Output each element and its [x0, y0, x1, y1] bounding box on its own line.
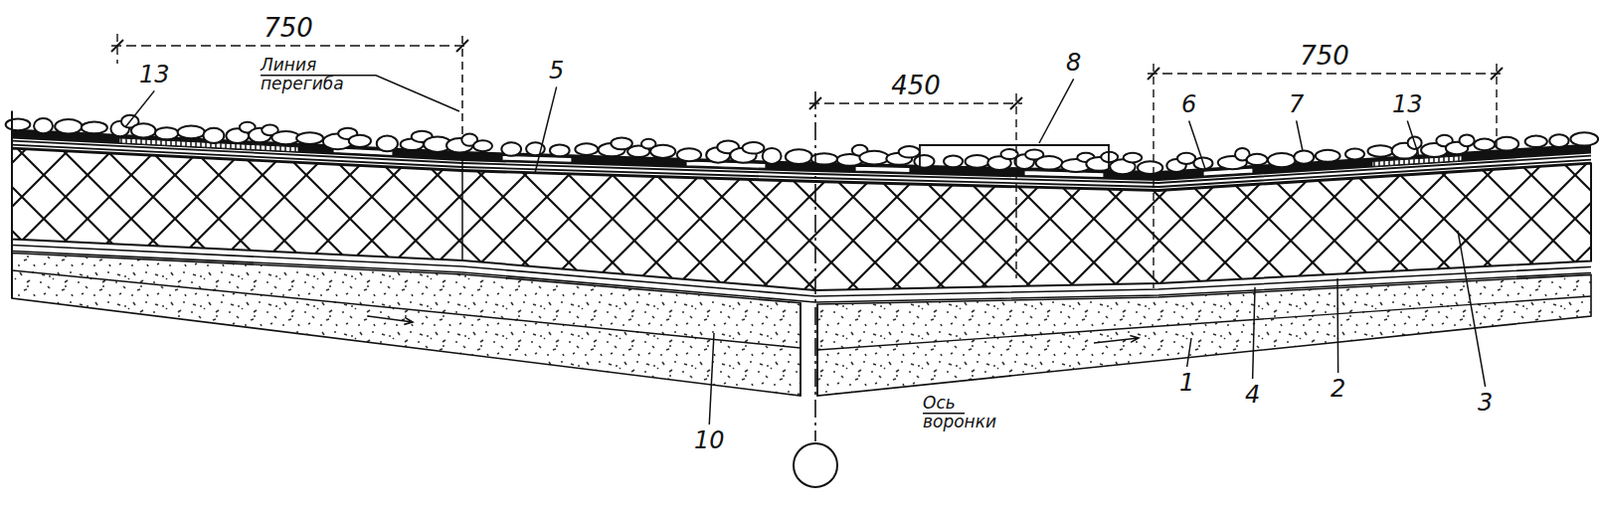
callout-number: 13 [1392, 91, 1423, 118]
extension-line [1015, 93, 1017, 279]
dimension-line [111, 44, 469, 47]
dimension-tick [809, 97, 822, 110]
slab-line [817, 296, 1592, 351]
strip [1372, 156, 1462, 168]
leader-line [1252, 287, 1255, 379]
leader-line [125, 90, 155, 128]
note-text: Ось воронки [922, 393, 1011, 431]
gravel-stone [1494, 137, 1519, 152]
strip-hatch [1372, 156, 1462, 168]
leader-line [709, 333, 714, 425]
bend-line [461, 35, 464, 140]
gravel-stone [1315, 150, 1341, 163]
gravel-stone [376, 136, 398, 153]
callout-number: 3 [1477, 389, 1493, 416]
note-text: Линия перегиба [260, 55, 370, 93]
cut-edge [10, 111, 13, 299]
leader-line [1336, 278, 1339, 373]
leader-line [1457, 230, 1486, 387]
gravel-stone [177, 126, 205, 140]
extension-line [116, 33, 118, 64]
gravel-stone [155, 127, 178, 140]
gravel-stone [1549, 134, 1569, 148]
callout-number: 1 [1179, 369, 1195, 396]
extension-line [1495, 63, 1497, 148]
leader-line [1187, 338, 1192, 367]
callout-number: 7 [1288, 91, 1304, 118]
dimension-value: 450 [890, 71, 941, 101]
callout-number: 4 [1244, 381, 1260, 408]
gravel-stone [762, 148, 782, 165]
gravel-stone [1246, 154, 1268, 166]
gravel-stone [549, 144, 570, 157]
leader-line [1039, 78, 1074, 144]
bend-line [461, 159, 464, 261]
gravel-stone [54, 119, 82, 134]
dimension-value: 750 [1299, 41, 1350, 71]
gravel-stone [296, 132, 324, 145]
leader-line [1296, 120, 1303, 152]
gravel-stone [677, 148, 702, 162]
funnel-axis [814, 91, 817, 442]
leader-line [1189, 120, 1206, 170]
callout-number: 8 [1066, 49, 1081, 76]
gravel-stone [131, 123, 157, 138]
callout-number: 6 [1181, 91, 1197, 118]
callout-number: 5 [548, 57, 564, 84]
leaders [125, 75, 1486, 425]
callout-number: 2 [1330, 375, 1346, 402]
roof-layers [5, 33, 1599, 488]
gravel-stone [202, 128, 224, 144]
gravel-stone [1570, 132, 1599, 146]
protective-slab [1024, 170, 1104, 178]
leader-line [1407, 120, 1421, 160]
gravel-stone [965, 155, 990, 169]
dimension-value: 750 [263, 13, 314, 43]
slab-line [11, 270, 801, 349]
gravel-stone [1123, 153, 1143, 164]
callout-number: 10 [694, 427, 725, 454]
gravel-stone [349, 135, 371, 148]
protective-slab [686, 161, 766, 169]
gravel-stone [1458, 134, 1474, 147]
dimension-line [809, 102, 1023, 105]
gravel-stone [1525, 136, 1548, 148]
gravel-stone [501, 142, 522, 156]
leader-line [534, 86, 557, 174]
gravel-stone [943, 155, 963, 168]
gravel-stone [785, 149, 813, 165]
gravel-stone [574, 143, 598, 156]
gravel-stone [1473, 139, 1495, 152]
gravel-stone [473, 140, 493, 152]
gravel-stone [81, 122, 108, 135]
bracket [919, 145, 1109, 170]
gravel-stone [650, 145, 676, 159]
gravel-stone [859, 151, 889, 166]
protective-slab [855, 166, 910, 173]
gravel-stone [913, 155, 934, 169]
dimension-tick [456, 39, 469, 52]
gravel [5, 115, 1599, 175]
funnel-symbol [793, 443, 838, 488]
gravel-stone [1345, 149, 1365, 161]
gravel-stone [742, 142, 765, 155]
slope-arrow [1093, 335, 1139, 344]
gravel-stone [1367, 145, 1393, 157]
gravel-stone [1267, 153, 1296, 168]
gravel-stone [898, 146, 920, 158]
dimension-line [1147, 72, 1503, 75]
gravel-stone [1036, 156, 1064, 170]
gravel-stone [1177, 153, 1196, 165]
gravel-stone [33, 118, 53, 134]
gravel-stone [1293, 150, 1314, 164]
gravel-stone [1137, 161, 1163, 175]
slope-arrow [367, 316, 413, 325]
extension-line [1152, 63, 1154, 289]
gravel-stone [5, 119, 31, 132]
callout-number: 13 [139, 61, 171, 88]
bitumen-band [11, 129, 1592, 181]
